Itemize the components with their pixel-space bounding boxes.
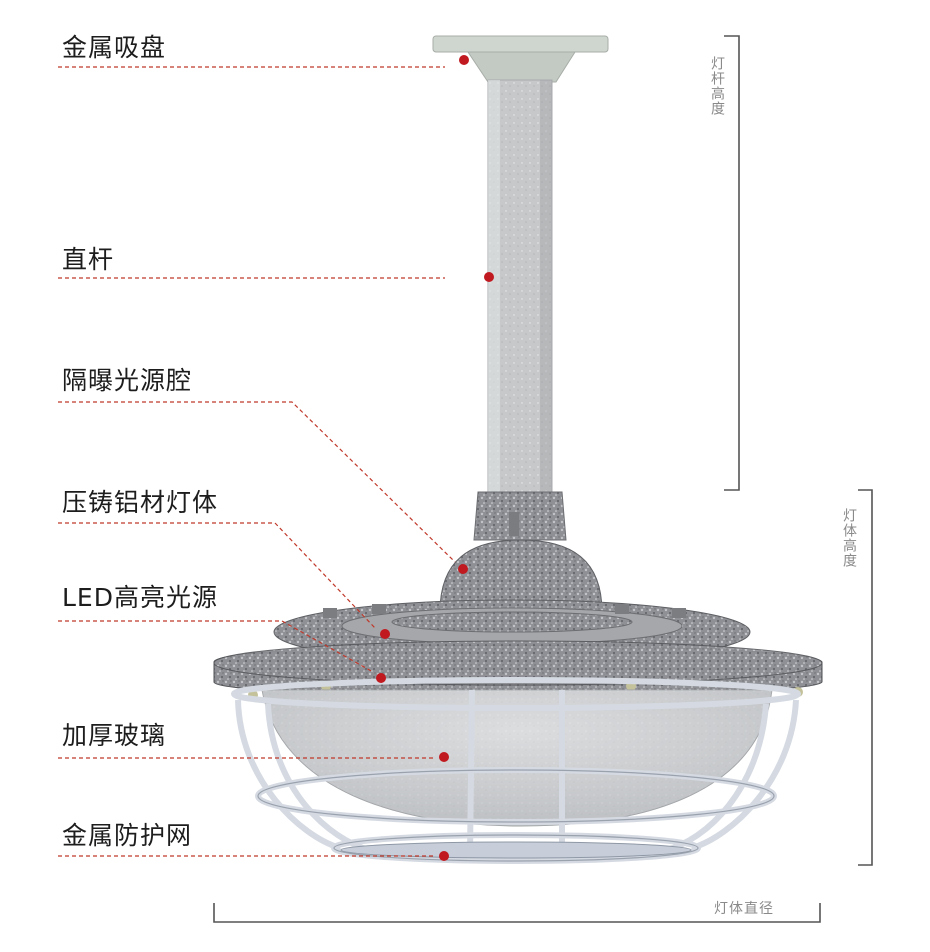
label-thick-glass: 加厚玻璃 [62, 721, 167, 750]
pole-height-label: 灯杆高度 [709, 56, 725, 116]
body-diameter-bracket [213, 903, 821, 923]
leader-lines [58, 66, 456, 857]
label-straight-rod: 直杆 [62, 245, 115, 274]
leader-line-led-source [58, 620, 374, 673]
pole-height-bracket [724, 35, 740, 491]
body-diameter-label: 灯体直径 [714, 901, 774, 917]
cage-bottom-ring [340, 841, 692, 859]
straight-rod [487, 79, 553, 493]
label-flameproof-cavity: 隔曝光源腔 [62, 366, 193, 395]
callout-dot-flameproof-cavity [458, 564, 468, 574]
callout-dot-guard-net [439, 851, 449, 861]
label-led-source: LED高亮光源 [62, 583, 218, 612]
body-height-bracket [858, 489, 873, 866]
body-height-label: 灯体高度 [841, 508, 857, 568]
callout-dot-rod [484, 272, 494, 282]
label-die-cast-body: 压铸铝材灯体 [62, 488, 219, 517]
leader-line-die-cast-body [58, 522, 376, 629]
flameproof-cavity [439, 539, 603, 613]
thick-glass [261, 689, 773, 827]
neck [473, 491, 567, 541]
callout-dot-led-source [376, 673, 386, 683]
callout-dot-die-cast-body [380, 629, 390, 639]
metal-suction-cup [432, 35, 609, 83]
label-metal-guard-net: 金属防护网 [62, 821, 193, 850]
label-metal-suction-cup: 金属吸盘 [62, 33, 167, 62]
callout-dot-suction-cup [459, 55, 469, 65]
callout-dot-thick-glass [439, 752, 449, 762]
callout-dots [376, 55, 494, 861]
leader-line-flameproof-cavity [58, 401, 456, 563]
